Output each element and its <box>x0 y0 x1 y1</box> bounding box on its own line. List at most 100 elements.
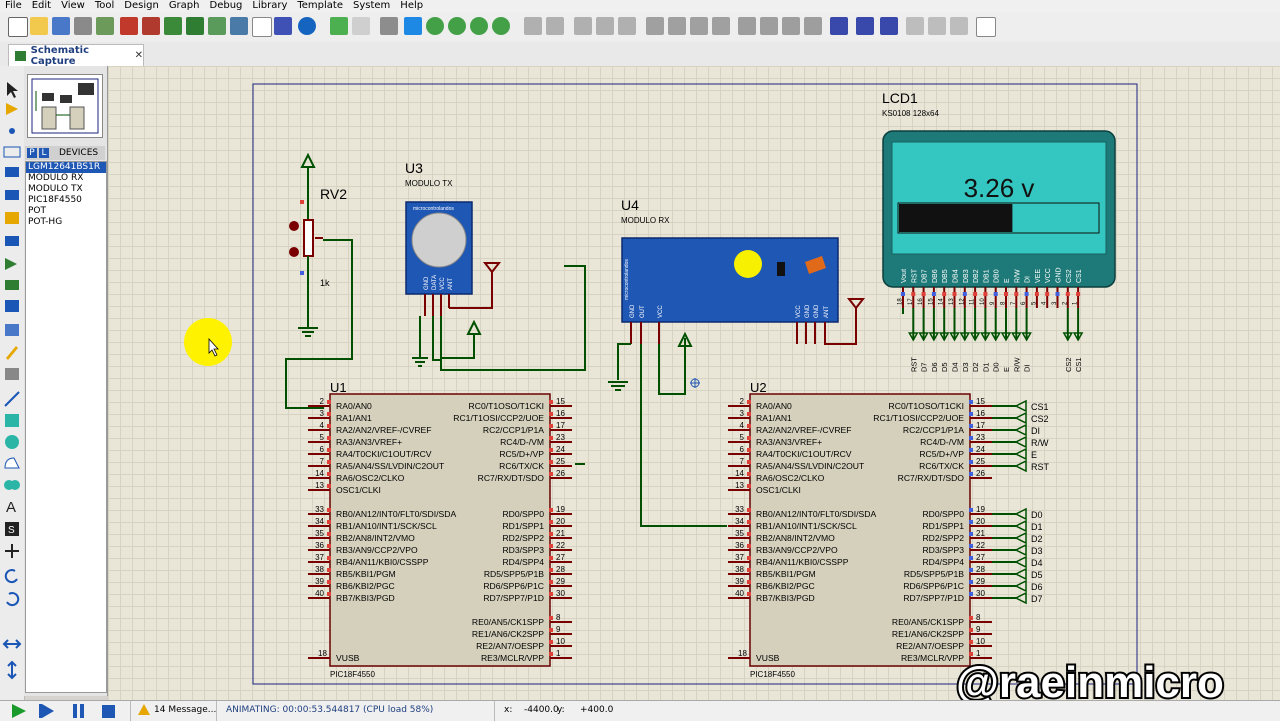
arc-tool-icon[interactable] <box>4 457 20 469</box>
wire-label-icon[interactable] <box>3 146 21 158</box>
packaging-tool-icon[interactable] <box>782 17 800 35</box>
3d-view-icon[interactable] <box>186 17 204 35</box>
redo-icon[interactable] <box>546 17 564 35</box>
text-tool-icon[interactable]: A <box>6 499 16 516</box>
virtual-instruments-icon[interactable] <box>5 368 19 380</box>
stop-icon[interactable] <box>102 705 115 718</box>
selection-mode-icon[interactable] <box>7 82 18 98</box>
junction-dot-icon[interactable] <box>9 128 15 134</box>
pick-device-icon[interactable] <box>738 17 756 35</box>
block-move-icon[interactable] <box>668 17 686 35</box>
schematic-drawing[interactable]: RV2 1k U3 MODULO TX microcontrolandos GN… <box>108 66 1280 709</box>
close-icon[interactable]: ✕ <box>134 50 143 61</box>
menu-file[interactable]: File <box>5 0 22 11</box>
voltage-probe-icon[interactable] <box>6 346 18 360</box>
electrical-rules-check-icon[interactable] <box>976 17 996 37</box>
text-script-icon[interactable] <box>5 167 19 177</box>
block-copy-icon[interactable] <box>646 17 664 35</box>
pick-device-button[interactable]: P <box>27 148 37 158</box>
zoom-area-icon[interactable] <box>492 17 510 35</box>
copy-icon[interactable] <box>596 17 614 35</box>
save-icon[interactable] <box>52 17 70 35</box>
new-sheet-icon[interactable] <box>906 17 924 35</box>
menu-help[interactable]: Help <box>400 0 424 11</box>
origin-icon[interactable] <box>380 17 398 35</box>
remove-sheet-icon[interactable] <box>928 17 946 35</box>
menu-tool[interactable]: Tool <box>94 0 115 11</box>
play-icon[interactable] <box>12 704 26 718</box>
decompose-icon[interactable] <box>804 17 822 35</box>
make-device-icon[interactable] <box>760 17 778 35</box>
pause-icon[interactable] <box>73 704 77 718</box>
design-explorer-icon[interactable] <box>230 17 248 35</box>
menu-edit[interactable]: Edit <box>31 0 52 11</box>
component-mode-icon[interactable] <box>6 103 18 115</box>
pcb-icon[interactable] <box>164 17 182 35</box>
messages-count[interactable]: 14 Message... <box>154 705 217 715</box>
library-manager-button[interactable]: L <box>39 148 49 158</box>
generator-icon[interactable] <box>5 324 19 336</box>
tab-schematic-capture[interactable]: Schematic Capture ✕ <box>8 44 144 67</box>
step-icon[interactable] <box>42 704 54 718</box>
new-file-icon[interactable] <box>8 17 28 37</box>
wire-autorouter-icon[interactable] <box>830 17 848 35</box>
device-pins-icon[interactable] <box>5 258 17 270</box>
block-delete-icon[interactable] <box>712 17 730 35</box>
bom-icon[interactable] <box>252 17 272 37</box>
circle-tool-icon[interactable] <box>5 435 19 449</box>
open-folder-icon[interactable] <box>30 17 48 35</box>
menu-debug[interactable]: Debug <box>209 0 243 11</box>
help-icon[interactable] <box>298 17 316 35</box>
menu-design[interactable]: Design <box>124 0 159 11</box>
lcd1-display[interactable]: LCD1 KS0108 128x64 3.26 v Vout18RST17DB7… <box>882 90 1116 372</box>
grid-icon[interactable] <box>352 17 370 35</box>
import-icon[interactable] <box>74 17 92 35</box>
device-list-item[interactable]: MODULO TX <box>28 184 83 194</box>
device-list-item[interactable]: POT <box>28 206 47 216</box>
cut-icon[interactable] <box>574 17 592 35</box>
exit-to-parent-icon[interactable] <box>950 17 968 35</box>
device-list-item[interactable]: POT-HG <box>28 217 63 227</box>
schematic-canvas[interactable]: RV2 1k U3 MODULO TX microcontrolandos GN… <box>108 66 1280 709</box>
rotate-clockwise-icon[interactable] <box>4 569 18 584</box>
export-icon[interactable] <box>96 17 114 35</box>
buses-icon[interactable] <box>5 190 19 200</box>
device-list-item[interactable]: PIC18F4550 <box>28 195 82 205</box>
symbol-tool-icon[interactable] <box>5 522 19 536</box>
menu-graph[interactable]: Graph <box>168 0 200 11</box>
terminals-icon[interactable] <box>5 236 19 246</box>
menu-view[interactable]: View <box>61 0 85 11</box>
rotate-anticlockwise-icon[interactable] <box>6 592 20 607</box>
overview-window[interactable] <box>27 74 103 138</box>
undo-icon[interactable] <box>524 17 542 35</box>
graph-icon[interactable] <box>5 280 19 290</box>
device-list-item[interactable]: LGM12641BS1R <box>26 162 106 173</box>
mirror-horizontal-icon[interactable] <box>2 639 22 649</box>
mirror-vertical-icon[interactable] <box>7 660 17 680</box>
source-code-icon[interactable] <box>274 17 292 35</box>
pan-icon[interactable] <box>404 17 422 35</box>
subcircuit-icon[interactable] <box>5 212 19 224</box>
box-tool-icon[interactable] <box>5 414 19 427</box>
menu-library[interactable]: Library <box>252 0 288 11</box>
rv2-potentiometer[interactable]: RV2 1k <box>285 152 353 409</box>
zoom-in-icon[interactable] <box>426 17 444 35</box>
component-icon[interactable] <box>120 17 138 35</box>
menu-template[interactable]: Template <box>297 0 343 11</box>
line-tool-icon[interactable] <box>4 391 20 407</box>
property-assignment-icon[interactable] <box>880 17 898 35</box>
search-tag-icon[interactable] <box>856 17 874 35</box>
gerber-icon[interactable] <box>208 17 226 35</box>
package-icon[interactable] <box>142 17 160 35</box>
tape-recorder-icon[interactable] <box>5 300 19 312</box>
marker-tool-icon[interactable] <box>5 544 19 558</box>
paste-icon[interactable] <box>618 17 636 35</box>
menu-system[interactable]: System <box>353 0 391 11</box>
device-list-item[interactable]: MODULO RX <box>28 173 84 183</box>
block-rotate-icon[interactable] <box>690 17 708 35</box>
refresh-icon[interactable] <box>330 17 348 35</box>
